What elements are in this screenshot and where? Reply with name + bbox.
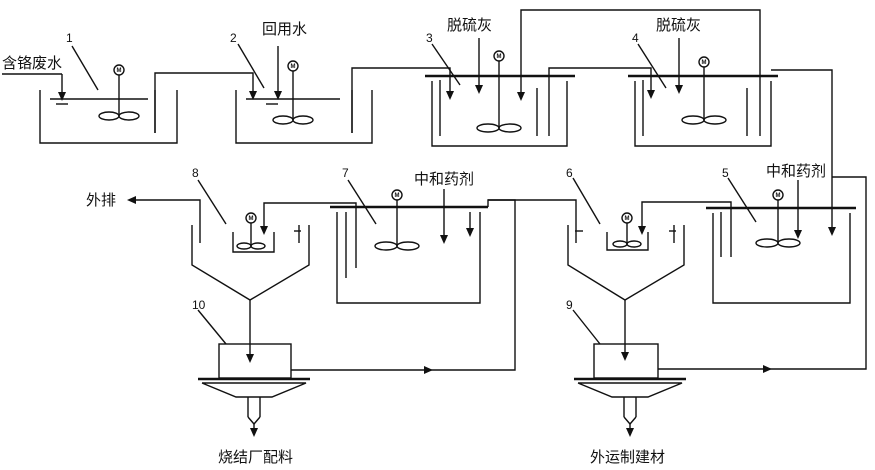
unit-number-5: 5 [722,166,729,180]
unit-number-10: 10 [192,298,206,312]
svg-text:M: M [117,68,122,74]
leader-4 [637,43,667,89]
leader-8 [197,179,227,225]
tank-5 [706,206,856,304]
tank-3 [425,74,575,147]
label-desulf-ash-1: 脱硫灰 [447,17,492,34]
label-neutralizer-2: 中和药剂 [766,163,826,180]
pipe-3-to-4 [548,67,652,96]
clarifier-8-agitator: M [236,212,266,250]
unit-number-3: 3 [426,31,433,45]
pipe-6-to-7 [487,199,577,225]
clarifier-6-agitator: M [612,212,642,248]
pipe-1-to-2 [154,72,254,133]
leader-6 [572,177,601,225]
tank-1 [39,90,178,144]
filtrate-10-to-7 [291,199,516,371]
svg-text:M: M [291,64,296,70]
pipe-4-to-5 [771,69,833,233]
unit-number-6: 6 [566,166,573,180]
tank-4 [628,74,778,147]
tank-7-agitator: M [374,189,420,251]
unit-number-2: 2 [230,31,237,45]
leader-10 [197,309,227,345]
reuse-water-inlet [274,46,282,100]
filter-press-10 [198,343,310,437]
desulf-ash-inlet-3 [475,38,525,101]
tank-3-agitator: M [476,50,522,133]
leader-3 [431,43,461,86]
clarifier-6 [567,225,685,301]
leader-7 [347,179,377,225]
discharge-line [133,199,201,225]
svg-text:M: M [702,60,707,66]
label-sinter-batching: 烧结厂配料 [218,449,293,466]
filtrate-9-to-5 [658,176,867,370]
desulf-ash-inlet-4 [675,38,683,94]
unit-number-7: 7 [342,166,349,180]
neutralizer-inlet-7 [440,189,474,244]
svg-text:M: M [625,216,630,222]
label-neutralizer-1: 中和药剂 [414,171,474,188]
svg-text:M: M [249,216,254,222]
svg-text:M: M [776,193,781,199]
neutralizer-inlet-5 [794,180,802,239]
recycle-4-to-3 [520,9,761,86]
tank-1-agitator: M [98,64,140,121]
label-chromium-wastewater: 含铬废水 [2,55,62,72]
label-building-material: 外运制建材 [590,449,665,466]
unit-number-1: 1 [66,31,73,45]
svg-text:M: M [395,193,400,199]
leader-2 [237,43,265,89]
unit-number-8: 8 [192,166,199,180]
unit-number-9: 9 [566,298,573,312]
leader-1 [71,45,99,91]
pipe-7-to-8 [263,202,357,232]
filter-press-9 [574,343,686,437]
tank-4-agitator: M [681,56,727,125]
pipe-5-to-6 [641,201,732,232]
pipe-2-to-3 [351,67,451,133]
tank-5-agitator: M [755,189,801,248]
label-reuse-water: 回用水 [262,21,307,38]
chromium-wastewater-inlet [2,73,68,105]
label-desulf-ash-2: 脱硫灰 [656,17,701,34]
unit-number-4: 4 [632,31,639,45]
tank-2-agitator: M [272,60,314,125]
leader-9 [572,309,601,345]
svg-text:M: M [497,54,502,60]
label-discharge: 外排 [86,192,116,209]
leader-5 [727,177,757,223]
tank-7 [330,205,488,304]
